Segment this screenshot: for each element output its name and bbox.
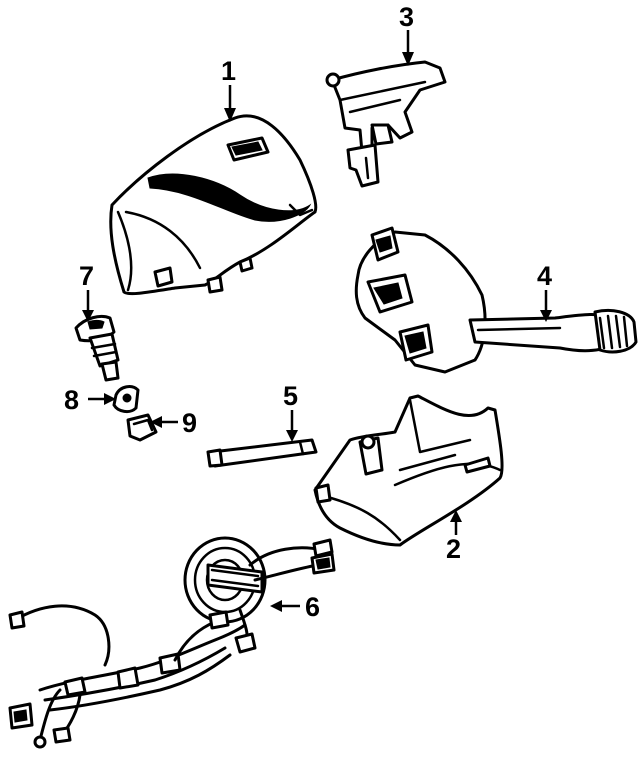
arrow-4	[540, 310, 552, 322]
callout-8: 8	[64, 385, 79, 415]
cap-part	[112, 385, 140, 414]
callout-7: 7	[79, 261, 94, 291]
arrow-9	[150, 416, 162, 428]
wiring-harness	[8, 604, 247, 749]
shaft-part	[206, 438, 318, 468]
arrow-6	[270, 600, 282, 612]
arrow-3	[402, 52, 414, 66]
lock-cylinder	[74, 314, 120, 382]
lower-shroud	[313, 394, 504, 547]
callout-labels: 1 2 3 4 5 6 7 8 9	[64, 2, 552, 622]
upper-shroud	[109, 114, 318, 296]
callout-6: 6	[305, 592, 320, 622]
clock-spring	[183, 536, 336, 654]
arrow-8	[104, 393, 116, 405]
callout-5: 5	[283, 381, 298, 411]
leader-lines	[82, 30, 552, 612]
callout-2: 2	[446, 534, 461, 564]
callout-3: 3	[399, 2, 414, 32]
arrow-1	[224, 108, 236, 122]
callout-1: 1	[221, 56, 236, 86]
combination-switch	[354, 226, 638, 374]
callout-4: 4	[537, 261, 552, 291]
clip-part	[126, 413, 158, 442]
arrow-7	[82, 310, 94, 322]
callout-9: 9	[182, 408, 197, 438]
arrow-5	[286, 430, 298, 442]
arrow-2	[450, 510, 462, 522]
lock-bracket	[325, 60, 447, 188]
